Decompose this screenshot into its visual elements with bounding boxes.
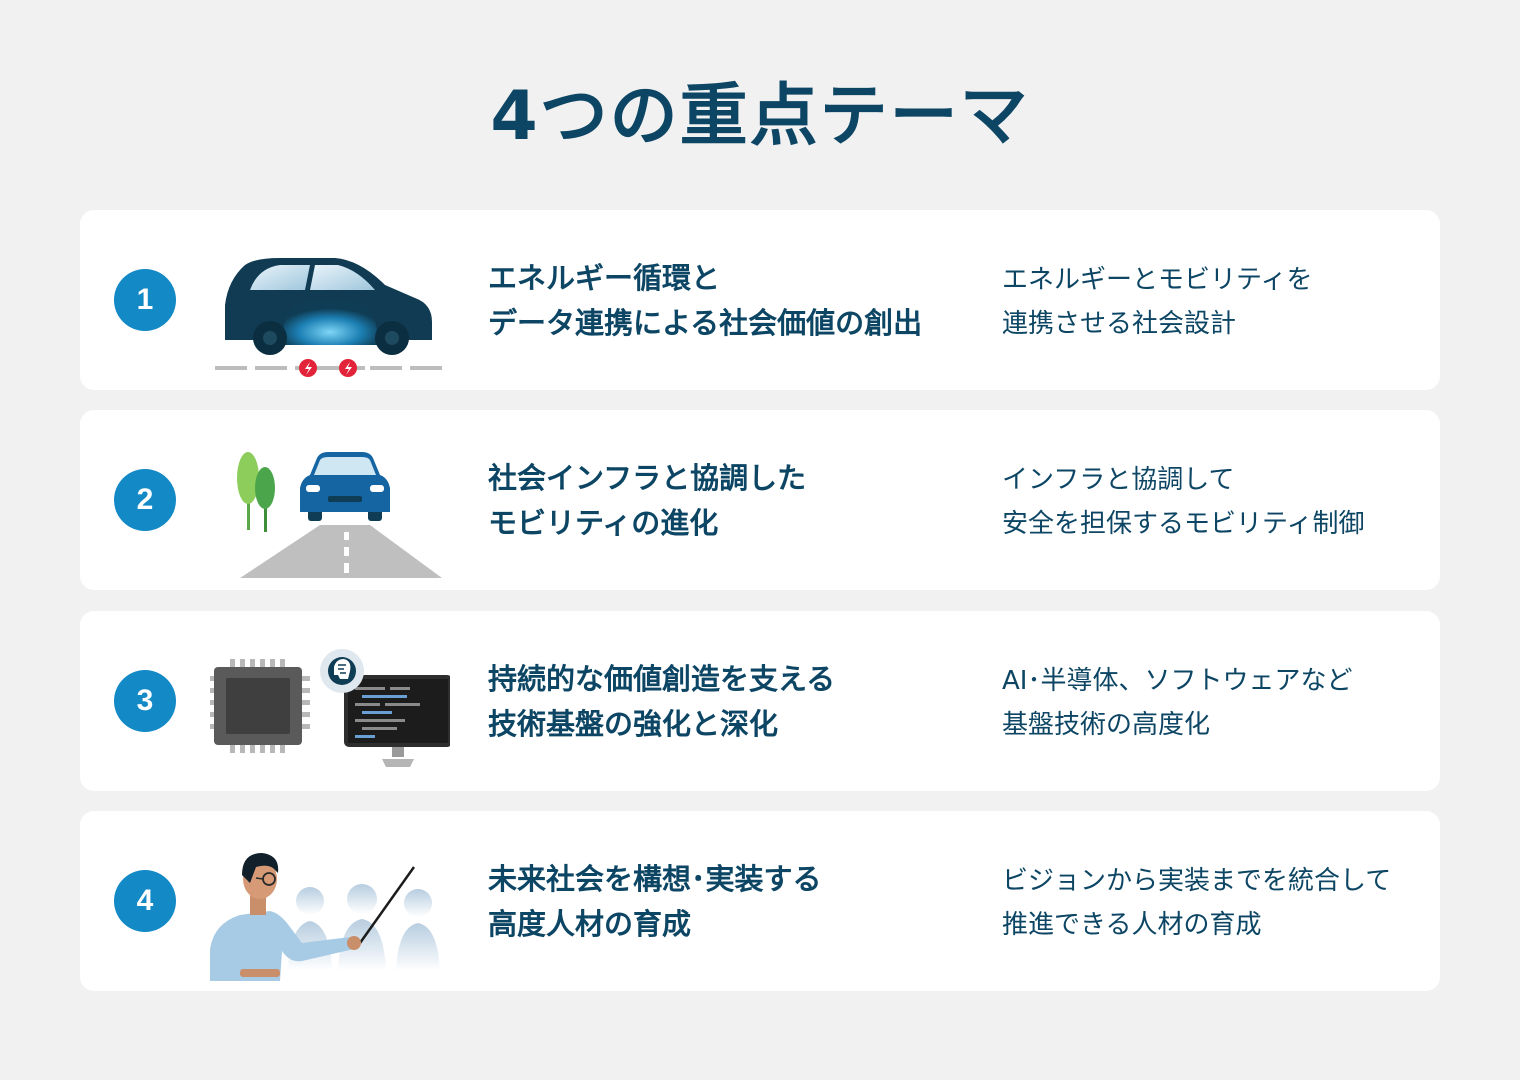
theme-number-badge: 1 <box>114 269 176 331</box>
theme-card-1: 1 <box>80 210 1440 390</box>
theme-number-badge: 3 <box>114 670 176 732</box>
car-on-road-icon <box>237 452 442 578</box>
theme-number-badge: 4 <box>114 870 176 932</box>
page-title: 4つの重点テーマ <box>490 77 1030 156</box>
ev-car-charging-icon <box>215 258 442 377</box>
theme-description: AI･半導体、ソフトウェアなど 基盤技術の高度化 <box>1002 666 1353 740</box>
teacher-presenting-icon <box>210 853 440 981</box>
theme-heading: 持続的な価値創造を支える 技術基盤の強化と深化 <box>488 662 836 741</box>
chip-and-ai-monitor-icon <box>210 649 450 767</box>
theme-card-2: 2 社会インフラと協調した モビリティの進化 インフラと協調して 安全を担保する… <box>80 410 1440 590</box>
theme-description: インフラと協調して 安全を担保するモビリティ制御 <box>1002 465 1365 539</box>
theme-card-4: 4 未来社会を構想･実装する 高度人材の育成 ビジョンから実装までを統合して 推… <box>80 811 1440 991</box>
theme-heading: エネルギー循環と データ連携による社会価値の創出 <box>488 261 923 340</box>
theme-description: ビジョンから実装までを統合して 推進できる人材の育成 <box>1002 866 1392 940</box>
theme-description: エネルギーとモビリティを 連携させる社会設計 <box>1002 265 1313 339</box>
theme-heading: 社会インフラと協調した モビリティの進化 <box>488 461 807 540</box>
theme-number-badge: 2 <box>114 469 176 531</box>
theme-heading: 未来社会を構想･実装する 高度人材の育成 <box>488 862 822 941</box>
theme-card-3: 3 持続的な価値創造を支える 技術基盤の強化 <box>80 611 1440 791</box>
